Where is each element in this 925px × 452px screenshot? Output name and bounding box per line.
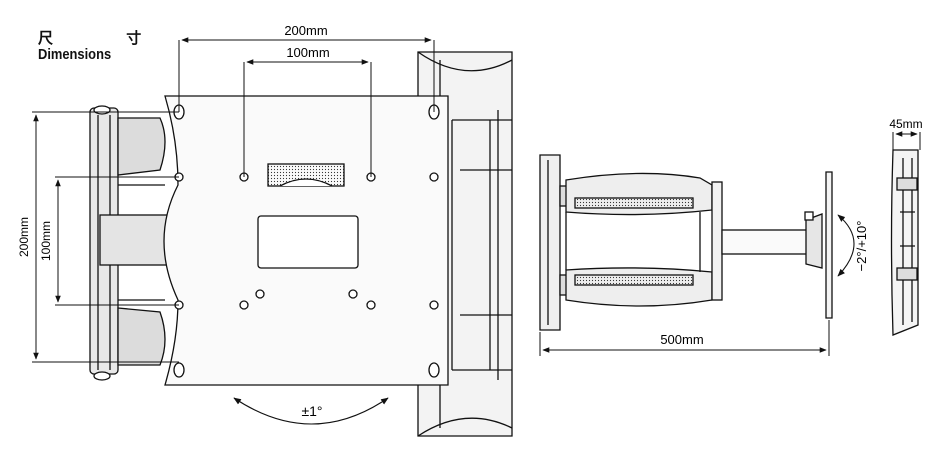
side-tv-rail xyxy=(825,171,833,319)
title-english: Dimensions xyxy=(38,46,112,63)
rotation-label: ±1° xyxy=(301,403,322,419)
plate-handle xyxy=(267,163,345,187)
side-lower-arm xyxy=(565,267,713,307)
dim-top-outer-label: 200mm xyxy=(284,23,327,38)
side-wall-plate xyxy=(539,154,561,331)
top-dimension-lines xyxy=(178,37,435,177)
rotation-arc xyxy=(233,397,389,425)
title-chinese: 尺 寸 xyxy=(38,29,176,47)
dim-left-inner-label: 100mm xyxy=(39,221,53,261)
extension-label: 500mm xyxy=(660,332,703,347)
side-view xyxy=(539,154,855,356)
front-view xyxy=(32,37,513,437)
left-dimension-lines xyxy=(32,111,179,363)
tilt-label: −2°/+10° xyxy=(854,221,869,272)
dim-top-inner-label: 100mm xyxy=(286,45,329,60)
depth-label: 45mm xyxy=(889,117,922,131)
label-window xyxy=(257,215,359,269)
profile-view xyxy=(890,131,921,336)
tilt-arc xyxy=(837,214,855,277)
dim-left-outer-label: 200mm xyxy=(17,217,31,257)
side-tilt-head xyxy=(805,213,823,269)
